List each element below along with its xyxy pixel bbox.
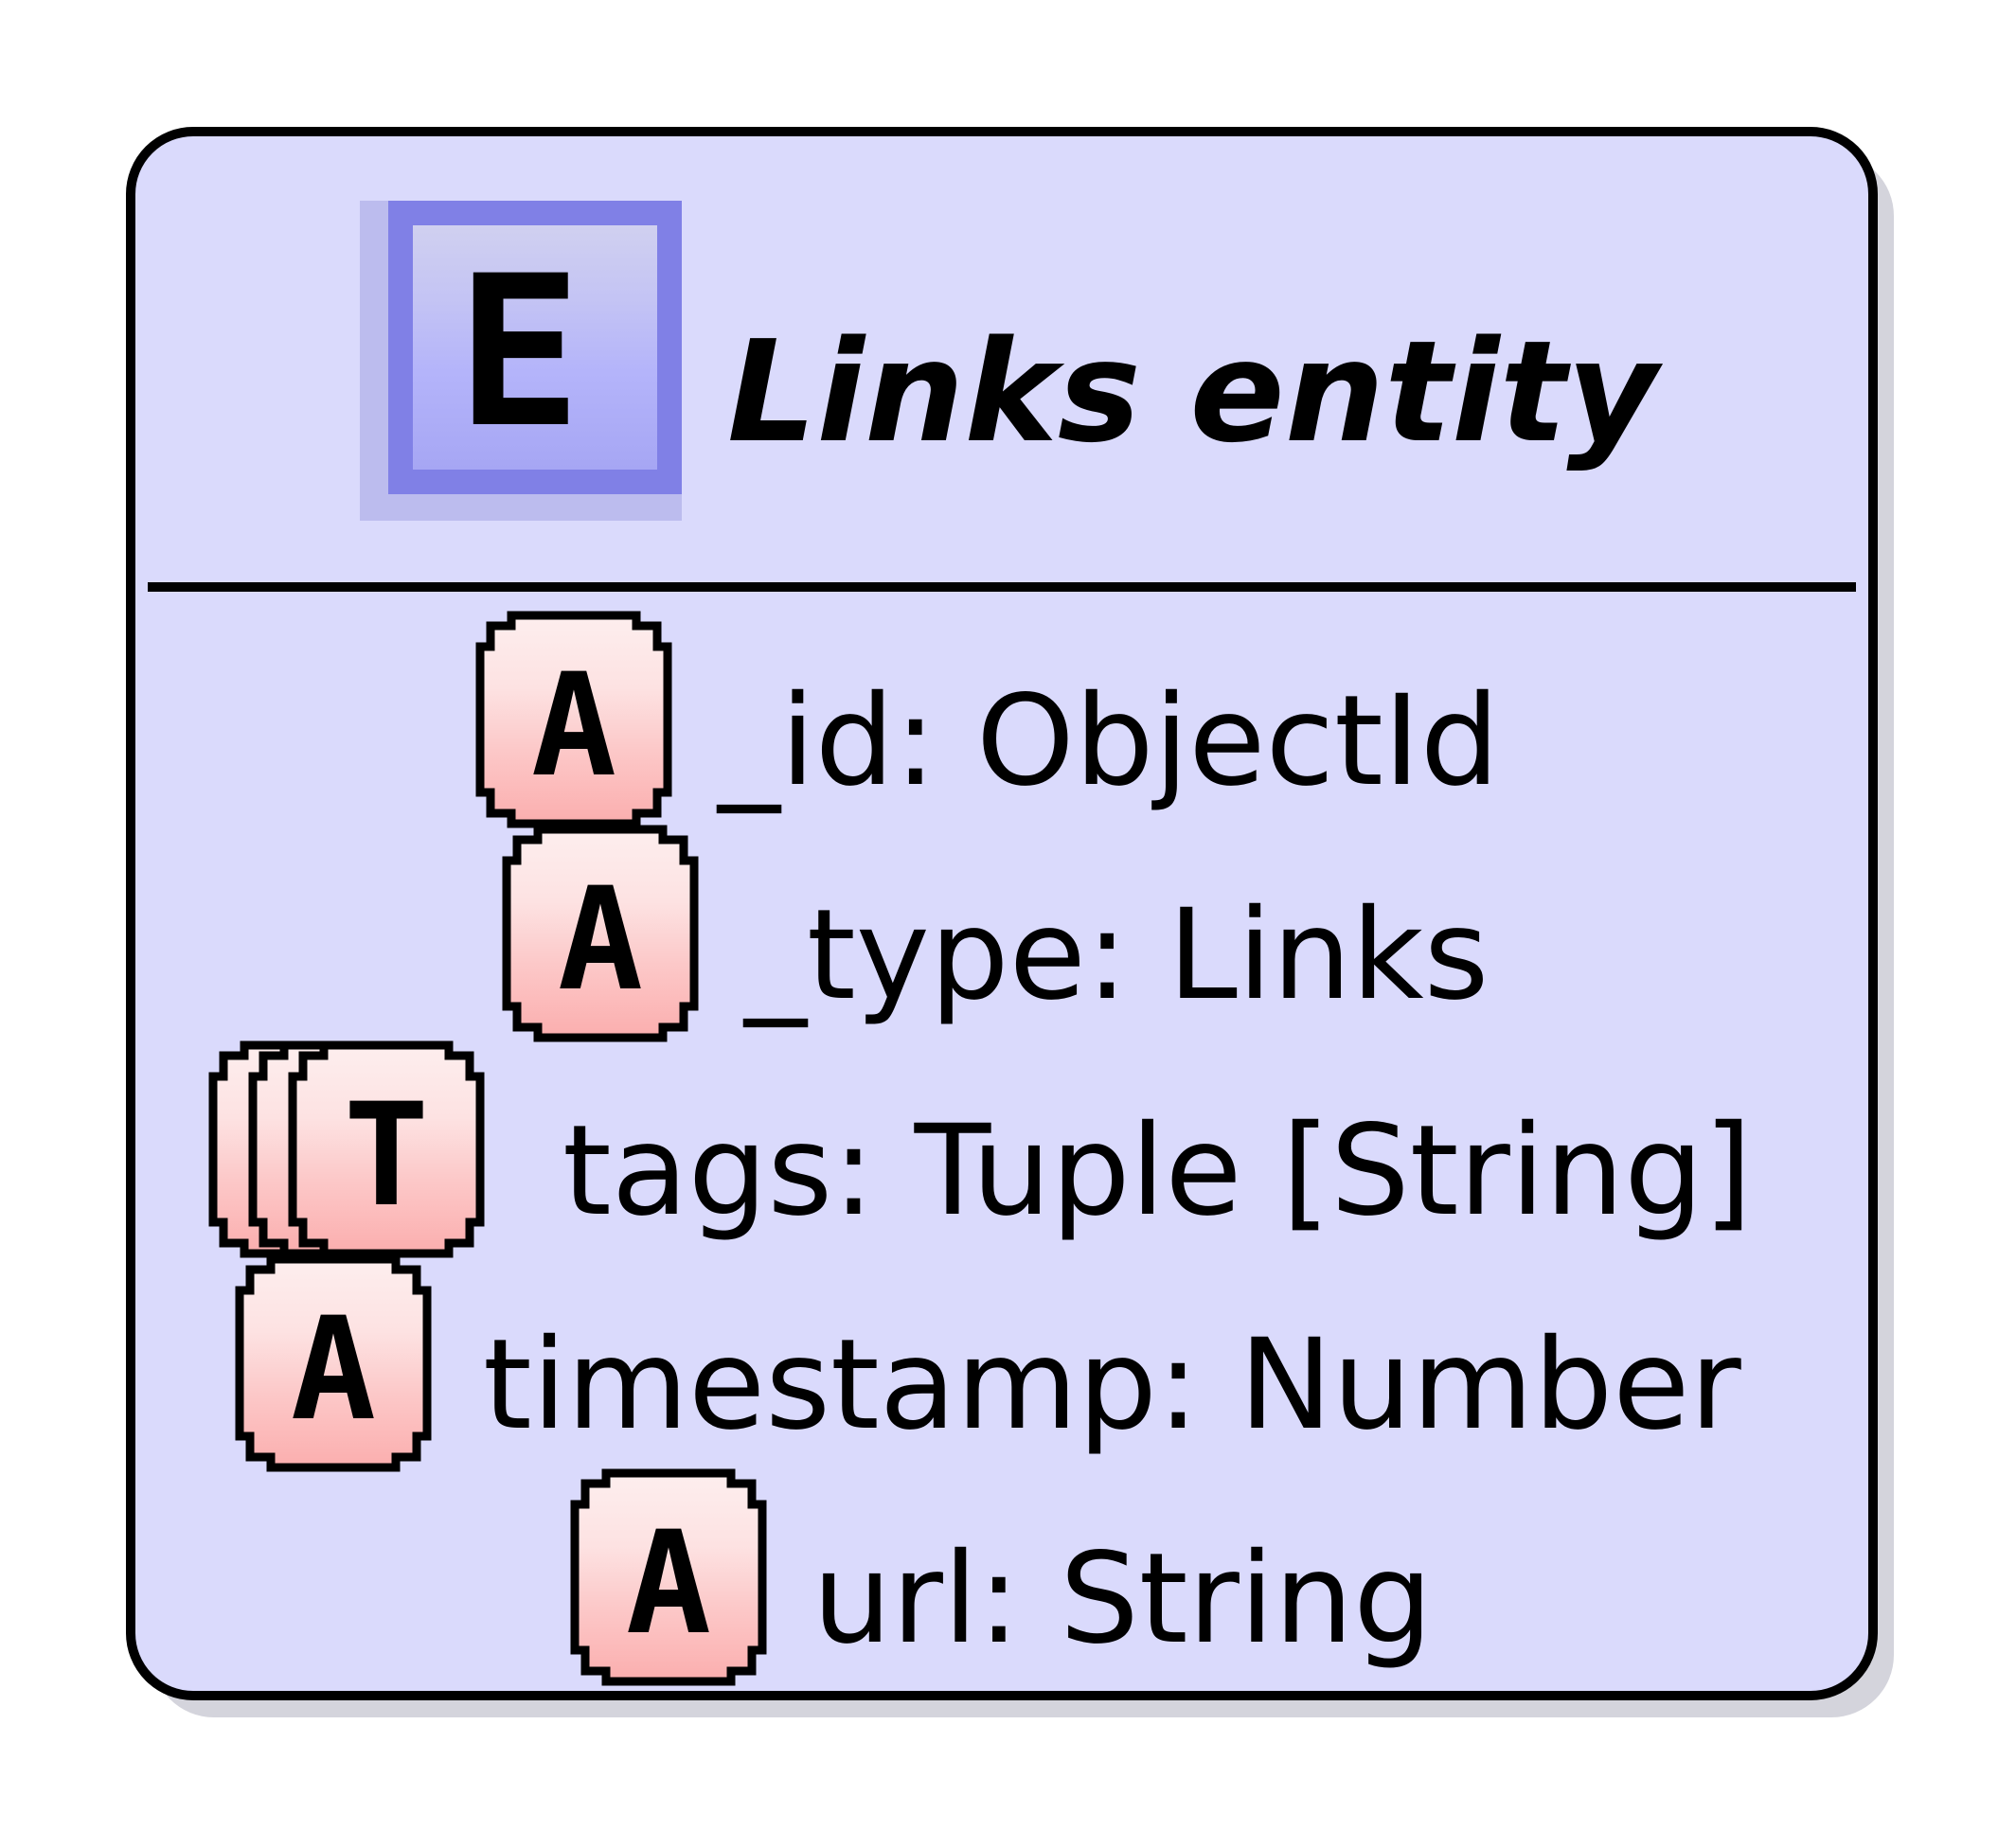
attribute-badge-letter: A bbox=[531, 644, 616, 809]
attribute-badge-icon: T bbox=[288, 1040, 485, 1258]
attribute-row[interactable]: A _id: ObjectId bbox=[475, 611, 1500, 828]
attribute-badge-letter: T bbox=[344, 1074, 429, 1238]
entity-stereotype-letter: E bbox=[456, 231, 581, 473]
entity-box[interactable] bbox=[126, 127, 1878, 1700]
entity-title: Links entity bbox=[727, 311, 1663, 473]
attribute-badge-icon: A bbox=[502, 825, 699, 1042]
attribute-badge-letter: A bbox=[558, 858, 643, 1022]
attribute-label: _id: ObjectId bbox=[716, 668, 1500, 814]
entity-stereotype-icon: E bbox=[360, 201, 682, 521]
attribute-badge-letter: A bbox=[626, 1502, 711, 1666]
attribute-label: timestamp: Number bbox=[483, 1312, 1741, 1458]
attribute-badge-icon: A bbox=[235, 1254, 432, 1472]
attribute-row[interactable]: A _type: Links bbox=[502, 825, 1489, 1042]
attribute-label: _type: Links bbox=[742, 882, 1489, 1028]
attribute-badge-icon: A bbox=[475, 611, 672, 828]
attribute-badge-icon: A bbox=[570, 1468, 767, 1686]
attribute-label: url: String bbox=[812, 1526, 1433, 1672]
attribute-label: tags: Tuple [String] bbox=[562, 1098, 1752, 1244]
attribute-badge-letter: A bbox=[291, 1288, 376, 1452]
